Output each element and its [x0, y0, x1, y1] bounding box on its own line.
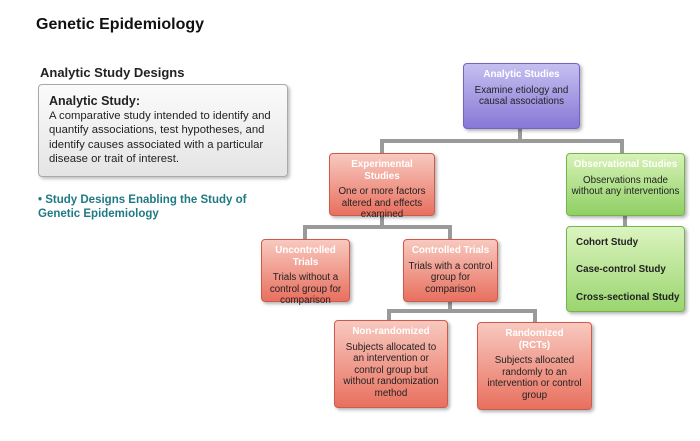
- node-controlled-trials-desc: Trials with a control group for comparis…: [408, 260, 493, 295]
- section-title: Analytic Study Designs: [40, 65, 185, 80]
- connector-root: [380, 129, 624, 154]
- node-experimental-studies-desc: One or more factors altered and effects …: [338, 186, 426, 221]
- node-controlled-trials-title: Controlled Trials: [411, 245, 490, 256]
- cohort-study-item[interactable]: Cohort Study: [576, 237, 639, 248]
- observational-study-types: Cohort Study Case-control Study Cross-se…: [566, 226, 685, 312]
- study-designs-link-text: Study Designs Enabling the Study of Gene…: [38, 194, 247, 220]
- node-randomized-rcts-desc: Subjects allocated randomly to an interv…: [487, 355, 582, 401]
- node-randomized-rcts[interactable]: Randomized (RCTs) Subjects allocated ran…: [477, 322, 592, 410]
- bullet-glyph: •: [38, 194, 43, 206]
- node-randomized-rcts-title: Randomized (RCTs): [505, 328, 564, 351]
- page-title: Genetic Epidemiology: [36, 16, 205, 33]
- node-non-randomized[interactable]: Non-randomized Subjects allocated to an …: [334, 320, 448, 408]
- cross-sectional-study-item[interactable]: Cross-sectional Study: [576, 292, 680, 303]
- node-observational-studies[interactable]: Observational Studies Observations made …: [566, 153, 685, 216]
- node-observational-studies-title: Observational Studies: [573, 159, 678, 170]
- node-controlled-trials[interactable]: Controlled Trials Trials with a control …: [403, 239, 498, 302]
- node-observational-studies-desc: Observations made without any interventi…: [571, 174, 680, 198]
- node-non-randomized-title: Non-randomized: [352, 326, 430, 337]
- definition-heading: Analytic Study:: [49, 94, 140, 108]
- case-control-study-item[interactable]: Case-control Study: [576, 264, 666, 275]
- node-analytic-studies-title: Analytic Studies: [483, 69, 560, 80]
- node-experimental-studies[interactable]: Experimental Studies One or more factors…: [329, 153, 435, 220]
- definition-text: A comparative study intended to identify…: [49, 110, 271, 166]
- definition-box: Analytic Study: A comparative study inte…: [38, 84, 288, 177]
- node-analytic-studies[interactable]: Analytic Studies Examine etiology and ca…: [463, 63, 580, 129]
- node-non-randomized-desc: Subjects allocated to an intervention or…: [343, 341, 439, 399]
- node-analytic-studies-desc: Examine etiology and causal associations: [474, 84, 569, 108]
- node-uncontrolled-trials[interactable]: Uncontrolled Trials Trials without a con…: [261, 239, 350, 306]
- node-uncontrolled-trials-desc: Trials without a control group for compa…: [269, 272, 342, 307]
- node-experimental-studies-title: Experimental Studies: [351, 159, 413, 182]
- study-designs-link[interactable]: • Study Designs Enabling the Study of Ge…: [38, 193, 253, 221]
- node-uncontrolled-trials-title: Uncontrolled Trials: [275, 245, 336, 268]
